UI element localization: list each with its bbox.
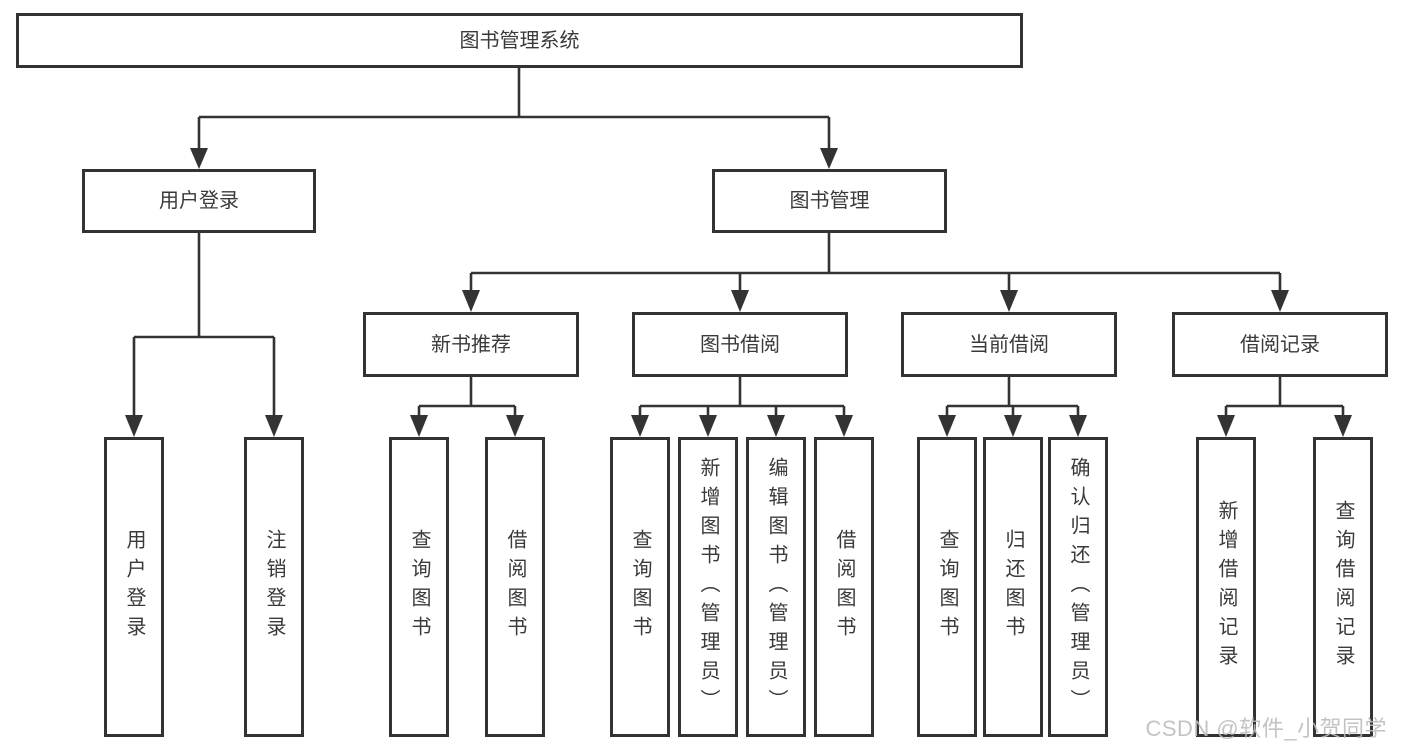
node-user-login-label: 用户登录 bbox=[159, 190, 239, 212]
leaf-borrow-books-label: 借阅图书 bbox=[833, 529, 855, 645]
leaf-confirm-return-admin: 确认归还（管理员） bbox=[1048, 437, 1108, 737]
leaf-query-books-recommend-label: 查询图书 bbox=[408, 529, 430, 645]
node-root-label: 图书管理系统 bbox=[459, 29, 580, 52]
node-user-login: 用户登录 bbox=[82, 169, 316, 233]
leaf-edit-book-admin: 编辑图书（管理员） bbox=[746, 437, 806, 737]
node-book-borrow-label: 图书借阅 bbox=[700, 333, 780, 356]
watermark: CSDN @软件_小贺同学 bbox=[1145, 716, 1387, 741]
leaf-query-books-current: 查询图书 bbox=[917, 437, 977, 737]
leaf-add-borrow-record-label: 新增借阅记录 bbox=[1215, 500, 1237, 674]
leaf-user-login-label: 用户登录 bbox=[123, 529, 145, 645]
leaf-borrow-books: 借阅图书 bbox=[814, 437, 874, 737]
leaf-query-borrow-record-label: 查询借阅记录 bbox=[1332, 500, 1354, 674]
leaf-user-login: 用户登录 bbox=[104, 437, 164, 737]
leaf-logout: 注销登录 bbox=[244, 437, 304, 737]
leaf-query-books-recommend: 查询图书 bbox=[389, 437, 449, 737]
leaf-add-book-admin-label: 新增图书（管理员） bbox=[697, 456, 719, 718]
leaf-confirm-return-admin-label: 确认归还（管理员） bbox=[1067, 456, 1089, 718]
node-book-management: 图书管理 bbox=[712, 169, 947, 233]
node-borrow-records-label: 借阅记录 bbox=[1240, 333, 1320, 356]
node-new-book-recommend: 新书推荐 bbox=[363, 312, 579, 377]
node-current-borrow: 当前借阅 bbox=[901, 312, 1117, 377]
leaf-return-books-label: 归还图书 bbox=[1002, 529, 1024, 645]
node-root: 图书管理系统 bbox=[16, 13, 1023, 68]
node-current-borrow-label: 当前借阅 bbox=[969, 333, 1049, 356]
leaf-query-books-borrow-label: 查询图书 bbox=[629, 529, 651, 645]
leaf-edit-book-admin-label: 编辑图书（管理员） bbox=[765, 456, 787, 718]
leaf-borrow-books-recommend: 借阅图书 bbox=[485, 437, 545, 737]
leaf-add-book-admin: 新增图书（管理员） bbox=[678, 437, 738, 737]
node-book-management-label: 图书管理 bbox=[789, 190, 870, 212]
leaf-query-books-borrow: 查询图书 bbox=[610, 437, 670, 737]
leaf-return-books: 归还图书 bbox=[983, 437, 1043, 737]
leaf-query-borrow-record: 查询借阅记录 bbox=[1313, 437, 1373, 737]
node-book-borrow: 图书借阅 bbox=[632, 312, 848, 377]
leaf-logout-label: 注销登录 bbox=[263, 529, 285, 645]
leaf-add-borrow-record: 新增借阅记录 bbox=[1196, 437, 1256, 737]
leaf-query-books-current-label: 查询图书 bbox=[936, 529, 958, 645]
node-borrow-records: 借阅记录 bbox=[1172, 312, 1388, 377]
node-new-book-recommend-label: 新书推荐 bbox=[431, 333, 511, 356]
leaf-borrow-books-recommend-label: 借阅图书 bbox=[504, 529, 526, 645]
